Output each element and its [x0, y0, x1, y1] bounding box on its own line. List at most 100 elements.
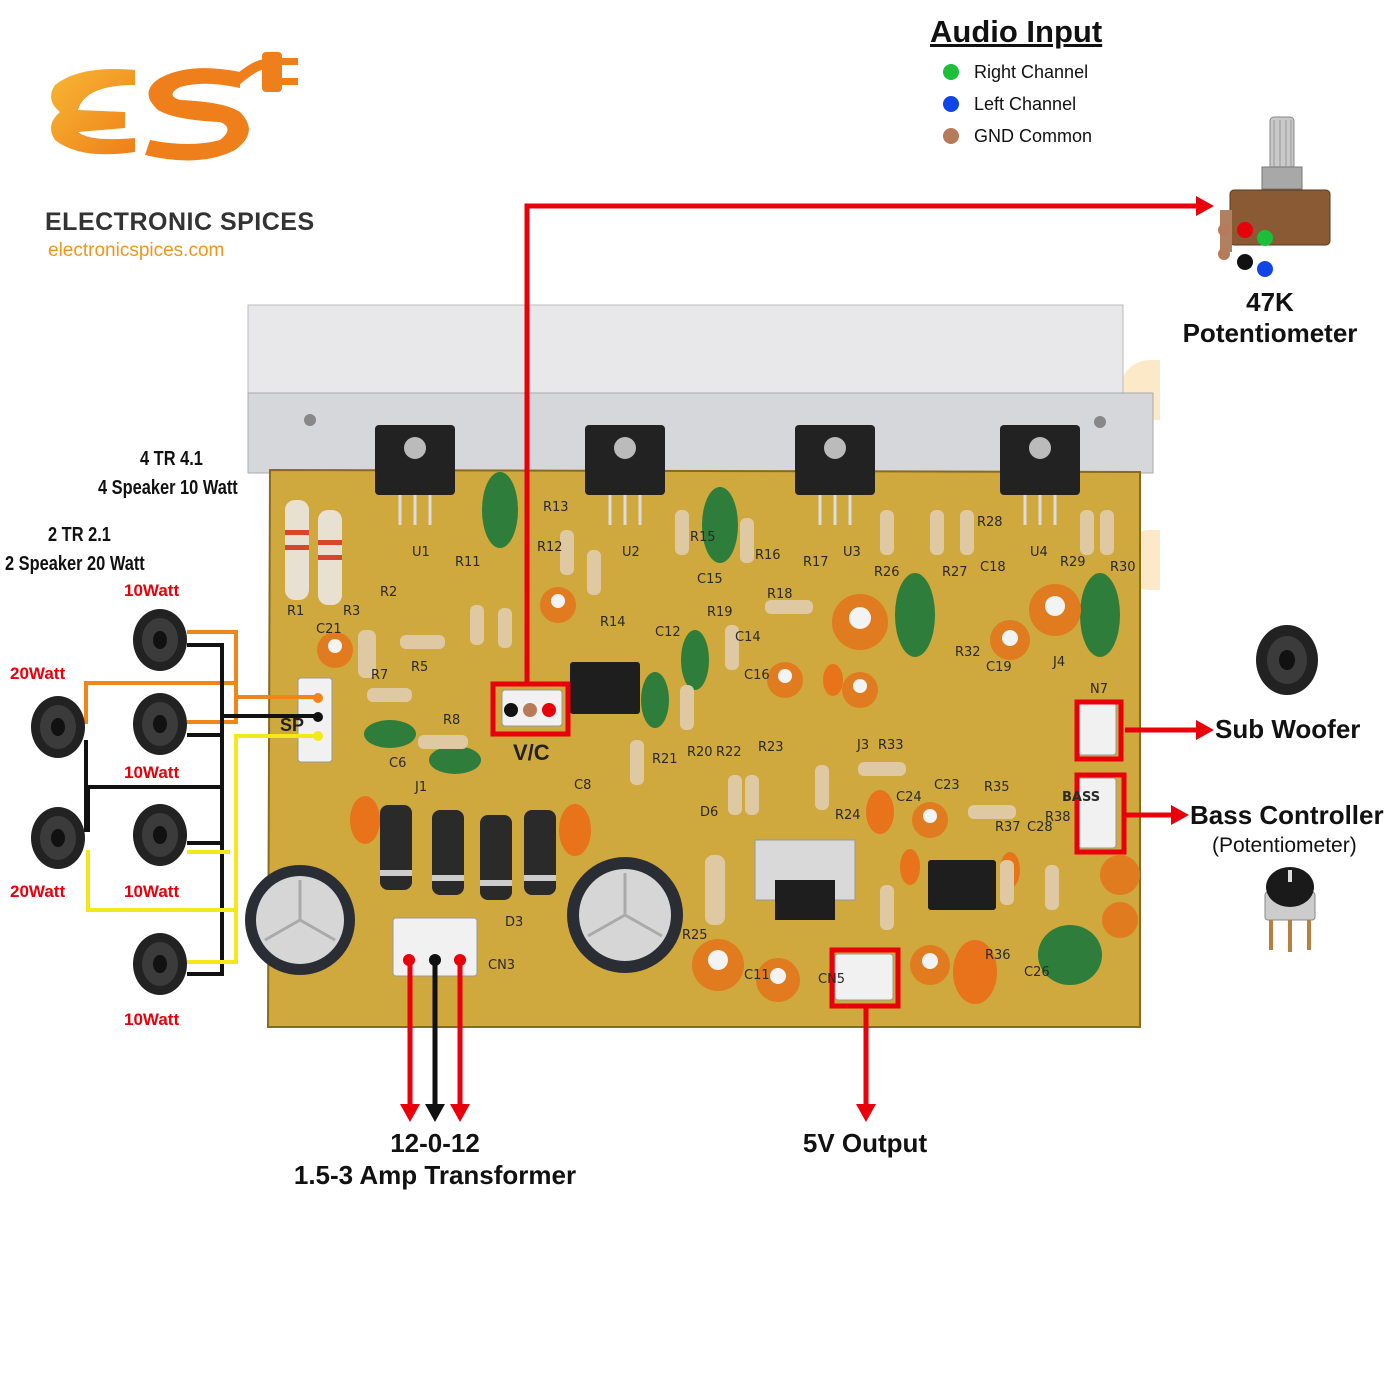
potentiometer-47k-icon: [1218, 116, 1331, 277]
bass-potentiometer-icon: [1264, 867, 1316, 952]
legend-label: Left Channel: [974, 94, 1077, 114]
silk-r37: R37: [995, 820, 1021, 835]
config-4tr-title: 4 TR 4.1: [140, 448, 203, 470]
silk-c28: C28: [1027, 820, 1053, 835]
silk-r8: R8: [443, 713, 461, 728]
speaker-watt-label: 20Watt: [10, 664, 66, 683]
silk-d6: D6: [700, 805, 719, 820]
silk-r29: R29: [1060, 555, 1086, 570]
silk-u4: U4: [1030, 545, 1048, 560]
silk-r38: R38: [1045, 810, 1071, 825]
silk-r27: R27: [942, 565, 968, 580]
speaker-watt-label: 20Watt: [10, 882, 66, 901]
silk-c8: C8: [574, 778, 592, 793]
speaker-watt-label: 10Watt: [124, 763, 180, 782]
brand-url: electronicspices.com: [48, 240, 225, 261]
speaker-watt-label: 10Watt: [124, 1010, 180, 1029]
legend-label: GND Common: [974, 126, 1093, 146]
speaker-icon: [133, 804, 187, 866]
silk-r14: R14: [600, 615, 626, 630]
silk-r15: R15: [690, 530, 716, 545]
potentiometer-label: Potentiometer: [1182, 318, 1358, 348]
audio-input-title: Audio Input: [930, 14, 1103, 49]
silk-c26: C26: [1024, 965, 1050, 980]
silk-c21: C21: [316, 622, 342, 637]
silk-cn5: CN5: [818, 972, 846, 987]
speaker-icon: [31, 807, 85, 869]
silk-r18: R18: [767, 587, 793, 602]
silk-r35: R35: [984, 780, 1010, 795]
silk-j3: J3: [857, 738, 870, 753]
silk-r13: R13: [543, 500, 569, 515]
silk-r19: R19: [707, 605, 733, 620]
vc-connector-label: V/C: [513, 740, 550, 765]
silk-r20: R20: [687, 745, 713, 760]
silk-r1: R1: [287, 604, 305, 619]
silk-c19: C19: [986, 660, 1012, 675]
silk-r16: R16: [755, 548, 781, 563]
silk-r25: R25: [682, 928, 708, 943]
brown-dot-icon: [943, 128, 959, 144]
sub-woofer-label: Sub Woofer: [1215, 714, 1361, 744]
green-dot-icon: [943, 64, 959, 80]
silk-c18: C18: [980, 560, 1006, 575]
silk-r3: R3: [343, 604, 361, 619]
silk-u3: U3: [843, 545, 861, 560]
subwoofer-speaker-icon: [1256, 625, 1318, 695]
speaker-icon: [133, 609, 187, 671]
silk-u1: U1: [412, 545, 430, 560]
brand-name: ELECTRONIC SPICES: [45, 208, 315, 236]
bass-controller-sublabel: (Potentiometer): [1212, 834, 1357, 857]
silk-r26: R26: [874, 565, 900, 580]
silk-c12: C12: [655, 625, 681, 640]
silk-r12: R12: [537, 540, 563, 555]
silk-cn3: CN3: [488, 958, 516, 973]
silk-j4: J4: [1053, 655, 1066, 670]
silk-r2: R2: [380, 585, 398, 600]
silk-c14: C14: [735, 630, 761, 645]
silk-r24: R24: [835, 808, 861, 823]
silk-r33: R33: [878, 738, 904, 753]
config-2tr-desc: 2 Speaker 20 Watt: [5, 553, 145, 575]
silk-r36: R36: [985, 948, 1011, 963]
silk-c24: C24: [896, 790, 922, 805]
bass-controller-label: Bass Controller: [1190, 800, 1384, 830]
silk-c15: C15: [697, 572, 723, 587]
silk-r32: R32: [955, 645, 981, 660]
config-2tr-title: 2 TR 2.1: [48, 524, 111, 546]
silk-u2: U2: [622, 545, 640, 560]
speaker-icon: [133, 693, 187, 755]
speaker-icon: [133, 933, 187, 995]
potentiometer-value-label: 47K: [1246, 287, 1294, 317]
silk-r5: R5: [411, 660, 429, 675]
transformer-rating-label: 1.5-3 Amp Transformer: [293, 1160, 577, 1190]
legend-label: Right Channel: [974, 62, 1089, 82]
speaker-icon: [31, 696, 85, 758]
silk-c23: C23: [934, 778, 960, 793]
sp-connector-label: SP: [280, 715, 305, 735]
silk-r17: R17: [803, 555, 829, 570]
speaker-watt-label: 10Watt: [124, 882, 180, 901]
silk-j1: J1: [415, 780, 428, 795]
silk-r7: R7: [371, 668, 389, 683]
silk-n7: N7: [1090, 682, 1108, 697]
amplifier-pcb-board: [245, 304, 1160, 1028]
blue-dot-icon: [943, 96, 959, 112]
transformer-voltage-label: 12-0-12: [390, 1128, 480, 1158]
silk-c16: C16: [744, 668, 770, 683]
config-4tr-desc: 4 Speaker 10 Watt: [98, 477, 238, 499]
silk-r21: R21: [652, 752, 678, 767]
silk-bass: BASS: [1062, 790, 1101, 805]
electronic-spices-logo: [51, 52, 298, 161]
silk-r28: R28: [977, 515, 1003, 530]
silk-d3: D3: [505, 915, 524, 930]
five-volt-output-label: 5V Output: [802, 1128, 928, 1158]
silk-r30: R30: [1110, 560, 1136, 575]
silk-c6: C6: [389, 756, 407, 771]
speaker-watt-label: 10Watt: [124, 581, 180, 600]
silk-r22: R22: [716, 745, 742, 760]
silk-r11: R11: [455, 555, 481, 570]
silk-c11: C11: [744, 968, 770, 983]
silk-r23: R23: [758, 740, 784, 755]
